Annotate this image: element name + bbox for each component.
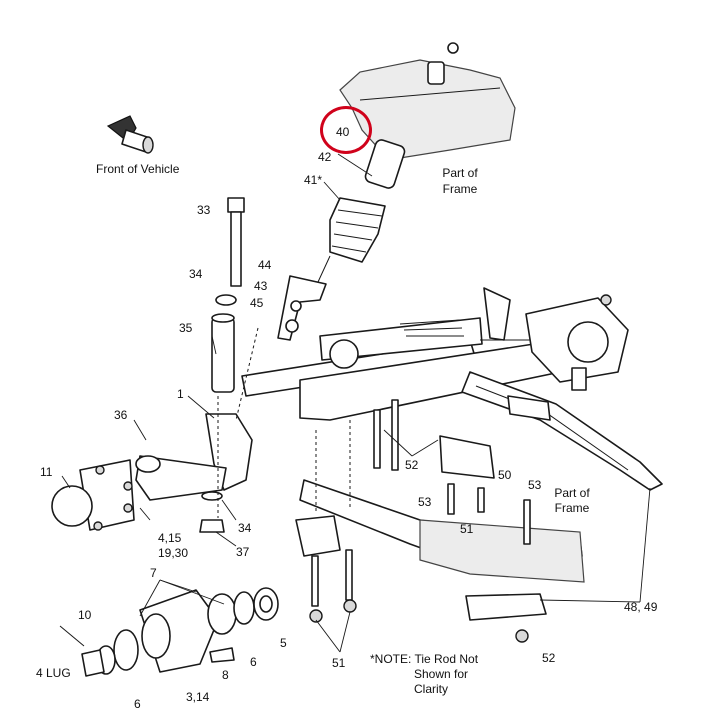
callout-6-left: 6	[134, 697, 141, 711]
callout-41: 41*	[304, 173, 323, 187]
callout-10: 10	[78, 608, 92, 622]
leader-lines	[61, 153, 651, 653]
callout-42: 42	[318, 150, 332, 164]
right-hub	[525, 294, 629, 391]
callout-51-lower: 51	[332, 656, 346, 670]
part-of-frame-right-label-1: Part of	[554, 486, 590, 500]
callout-53-right: 53	[528, 478, 542, 492]
left-spindle	[51, 327, 259, 533]
callout-45: 45	[250, 296, 264, 310]
callout-52-upper: 52	[405, 458, 419, 472]
callout-19-30: 19,30	[158, 546, 189, 560]
callout-51-upper: 51	[460, 522, 474, 536]
callout-6-right: 6	[250, 655, 257, 669]
callout-11: 11	[40, 465, 53, 479]
callout-36: 36	[114, 408, 128, 422]
four-lug-label: 4 LUG	[36, 666, 71, 680]
king-pin-bolt	[211, 197, 245, 393]
callout-48-49: 48, 49	[624, 600, 658, 614]
note-line-1: *NOTE: Tie Rod Not	[370, 652, 479, 666]
highlight-circle-40	[320, 106, 372, 154]
note-line-2: Shown for	[414, 667, 469, 681]
callout-8: 8	[222, 668, 229, 682]
callout-4-15: 4,15	[158, 531, 182, 545]
callout-43: 43	[254, 279, 268, 293]
callout-34-upper: 34	[189, 267, 203, 281]
callout-44: 44	[258, 258, 272, 272]
callout-3-14: 3,14	[186, 690, 210, 704]
callout-1: 1	[177, 387, 184, 401]
callout-35: 35	[179, 321, 193, 335]
callout-5: 5	[280, 636, 287, 650]
note-line-3: Clarity	[414, 682, 449, 696]
callout-40: 40	[336, 125, 350, 139]
part-of-frame-right-label-2: Frame	[554, 501, 590, 515]
front-arrow-icon	[106, 115, 154, 154]
callout-52-lower: 52	[542, 651, 556, 665]
front-axle	[241, 287, 571, 421]
spring-plates	[295, 399, 585, 643]
hub-exploded	[59, 587, 279, 677]
callout-34-lower: 34	[238, 521, 252, 535]
steering-boot	[317, 139, 406, 283]
part-of-frame-top-label-1: Part of	[442, 166, 478, 180]
callout-50: 50	[498, 468, 512, 482]
front-of-vehicle-label: Front of Vehicle	[96, 162, 180, 176]
callout-33: 33	[197, 203, 211, 217]
callout-37: 37	[236, 545, 250, 559]
callout-7: 7	[150, 566, 157, 580]
steering-bracket	[277, 275, 327, 341]
part-of-frame-top-label-2: Frame	[442, 182, 478, 196]
callout-53-left: 53	[418, 495, 432, 509]
